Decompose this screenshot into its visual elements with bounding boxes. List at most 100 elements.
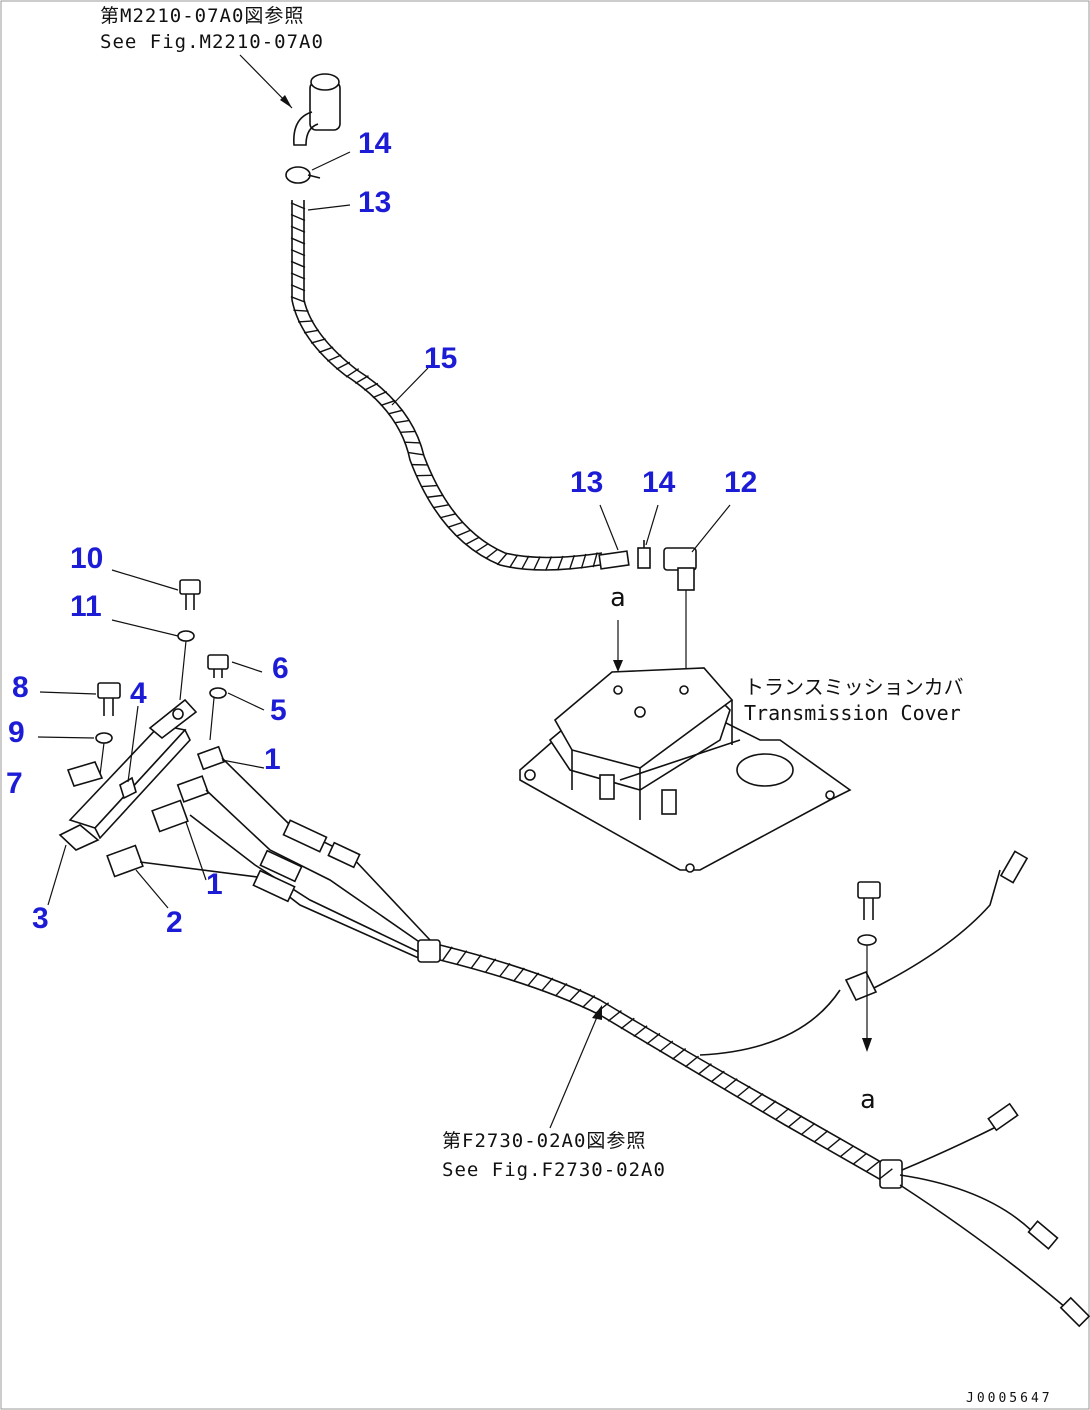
callout-9: 9 — [8, 716, 25, 749]
spiral-stripe — [485, 548, 499, 560]
callout-7: 7 — [6, 767, 23, 800]
ref-top-jp: 第M2210-07A0図参照 — [100, 5, 304, 27]
hose-line-b — [303, 200, 603, 559]
hose-clamp-mid — [637, 540, 651, 569]
bracket-assembly — [58, 698, 198, 851]
spiral-stripe — [620, 1017, 635, 1030]
spiral-stripe — [297, 320, 314, 323]
spiral-guard — [290, 202, 598, 571]
spiral-stripe — [723, 1078, 738, 1091]
harness-bracket-bolt — [844, 881, 881, 1052]
hose-clamp-top — [285, 166, 321, 184]
spiral-stripe — [749, 1093, 764, 1105]
spiral-stripe — [736, 1085, 751, 1098]
spiral-stripe — [801, 1122, 816, 1135]
ref-bottom-jp: 第F2730-02A0図参照 — [442, 1130, 646, 1152]
callout-1-upper: 1 — [264, 743, 281, 776]
callout-15: 15 — [424, 342, 457, 375]
main-harness — [139, 757, 1090, 1328]
callout-5: 5 — [270, 694, 287, 727]
spiral-stripe — [404, 441, 421, 444]
spiral-stripe — [470, 954, 482, 969]
spiral-stripe — [456, 529, 471, 537]
spiral-stripe — [290, 202, 306, 210]
callout-2: 2 — [166, 906, 183, 939]
spiral-stripe — [484, 958, 497, 973]
callout-12: 12 — [724, 466, 757, 499]
spiral-stripe — [387, 409, 403, 415]
washer-5 — [209, 687, 227, 699]
drawing-number: J0005647 — [966, 1391, 1053, 1406]
marker-a-top: a — [610, 583, 626, 613]
spiral-stripe — [527, 972, 540, 987]
callout-13-mid: 13 — [570, 466, 603, 499]
marker-a-bottom: a — [860, 1085, 876, 1115]
washer-9 — [95, 732, 113, 744]
callout-10: 10 — [70, 542, 103, 575]
spiral-stripe — [878, 1168, 893, 1180]
spiral-stripe — [592, 552, 598, 568]
spiral-stripe — [865, 1160, 880, 1173]
spiral-stripe — [646, 1032, 661, 1045]
spiral-stripe — [290, 296, 306, 303]
spiral-stripe — [290, 284, 306, 292]
spiral-stripe — [465, 536, 480, 546]
spiral-stripe — [814, 1130, 829, 1143]
marker-a-top-arrowhead — [613, 660, 623, 672]
spiral-stripe — [521, 555, 530, 570]
spiral-stripe — [372, 391, 388, 399]
spiral-stripe — [474, 543, 489, 553]
callout-3: 3 — [32, 902, 49, 935]
spiral-stripe — [310, 338, 326, 344]
callout-13-top: 13 — [358, 186, 391, 219]
callout-14-mid: 14 — [642, 466, 676, 499]
spiral-stripe — [513, 967, 525, 982]
spiral-stripe — [509, 554, 519, 569]
spiral-stripe — [400, 430, 416, 433]
connector-block-upper — [106, 745, 226, 878]
spiral-stripe — [380, 399, 396, 407]
cover-label-en: Transmission Cover — [744, 701, 961, 725]
harness-spiral-guard — [441, 946, 893, 1180]
spiral-stripe — [290, 237, 306, 245]
spiral-stripe — [318, 346, 334, 354]
spiral-stripe — [335, 361, 351, 370]
spiral-stripe — [852, 1152, 868, 1165]
spiral-stripe — [541, 977, 554, 992]
bolt-6-axis — [209, 697, 215, 741]
spiral-stripe — [556, 555, 564, 571]
spiral-stripe — [659, 1040, 674, 1053]
spiral-stripe — [554, 982, 568, 997]
spiral-stripe — [684, 1055, 699, 1068]
bolt-10-axis — [179, 640, 187, 701]
ref-top-en: See Fig.M2210-07A0 — [100, 31, 324, 53]
spiral-stripe — [290, 248, 306, 257]
spiral-stripe — [582, 995, 596, 1009]
spiral-stripe — [363, 382, 379, 391]
spiral-stripe — [533, 556, 541, 571]
hose-line-a — [291, 200, 601, 571]
spiral-stripe — [290, 260, 306, 268]
washer-11 — [177, 630, 195, 642]
spiral-stripe — [788, 1115, 803, 1128]
spiral-stripe — [290, 272, 306, 280]
spiral-stripe — [394, 419, 410, 424]
ref-bottom-arrowhead — [592, 1005, 602, 1020]
upper-elbow-fitting — [293, 73, 341, 146]
spiral-stripe — [293, 309, 309, 312]
spiral-stripe — [327, 354, 342, 362]
spiral-stripe — [697, 1063, 712, 1075]
spiral-stripe — [456, 950, 468, 965]
spiral-stripe — [427, 494, 443, 498]
bolt-8-axis — [99, 742, 105, 776]
clip-7 — [66, 761, 104, 787]
cover-label-jp: トランスミッションカバ — [744, 675, 964, 699]
ref-top-arrowhead — [280, 95, 292, 108]
spiral-stripe — [633, 1025, 648, 1038]
transmission-cover — [519, 667, 852, 873]
callout-6: 6 — [272, 652, 289, 685]
spiral-stripe — [671, 1048, 687, 1060]
spiral-stripe — [496, 552, 508, 566]
hose-guard-end — [598, 550, 630, 570]
